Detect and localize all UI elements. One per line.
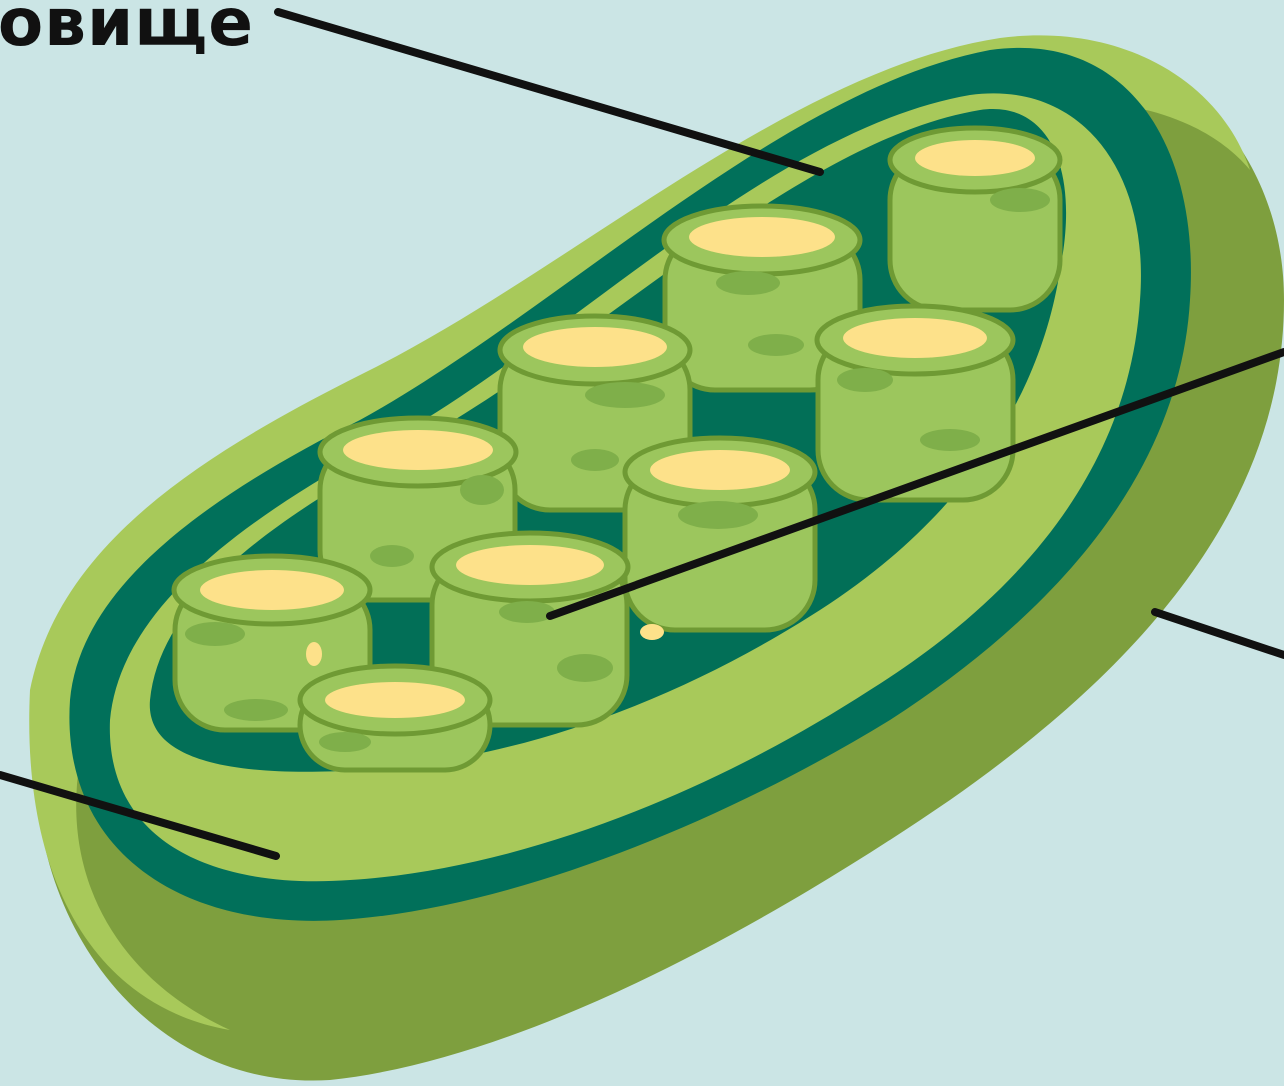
granum <box>625 438 815 640</box>
granum <box>890 128 1060 310</box>
granum <box>817 306 1013 500</box>
granum <box>300 666 490 770</box>
leader-line-stroma <box>278 12 820 172</box>
leader-line-outer-membrane <box>1155 612 1284 655</box>
